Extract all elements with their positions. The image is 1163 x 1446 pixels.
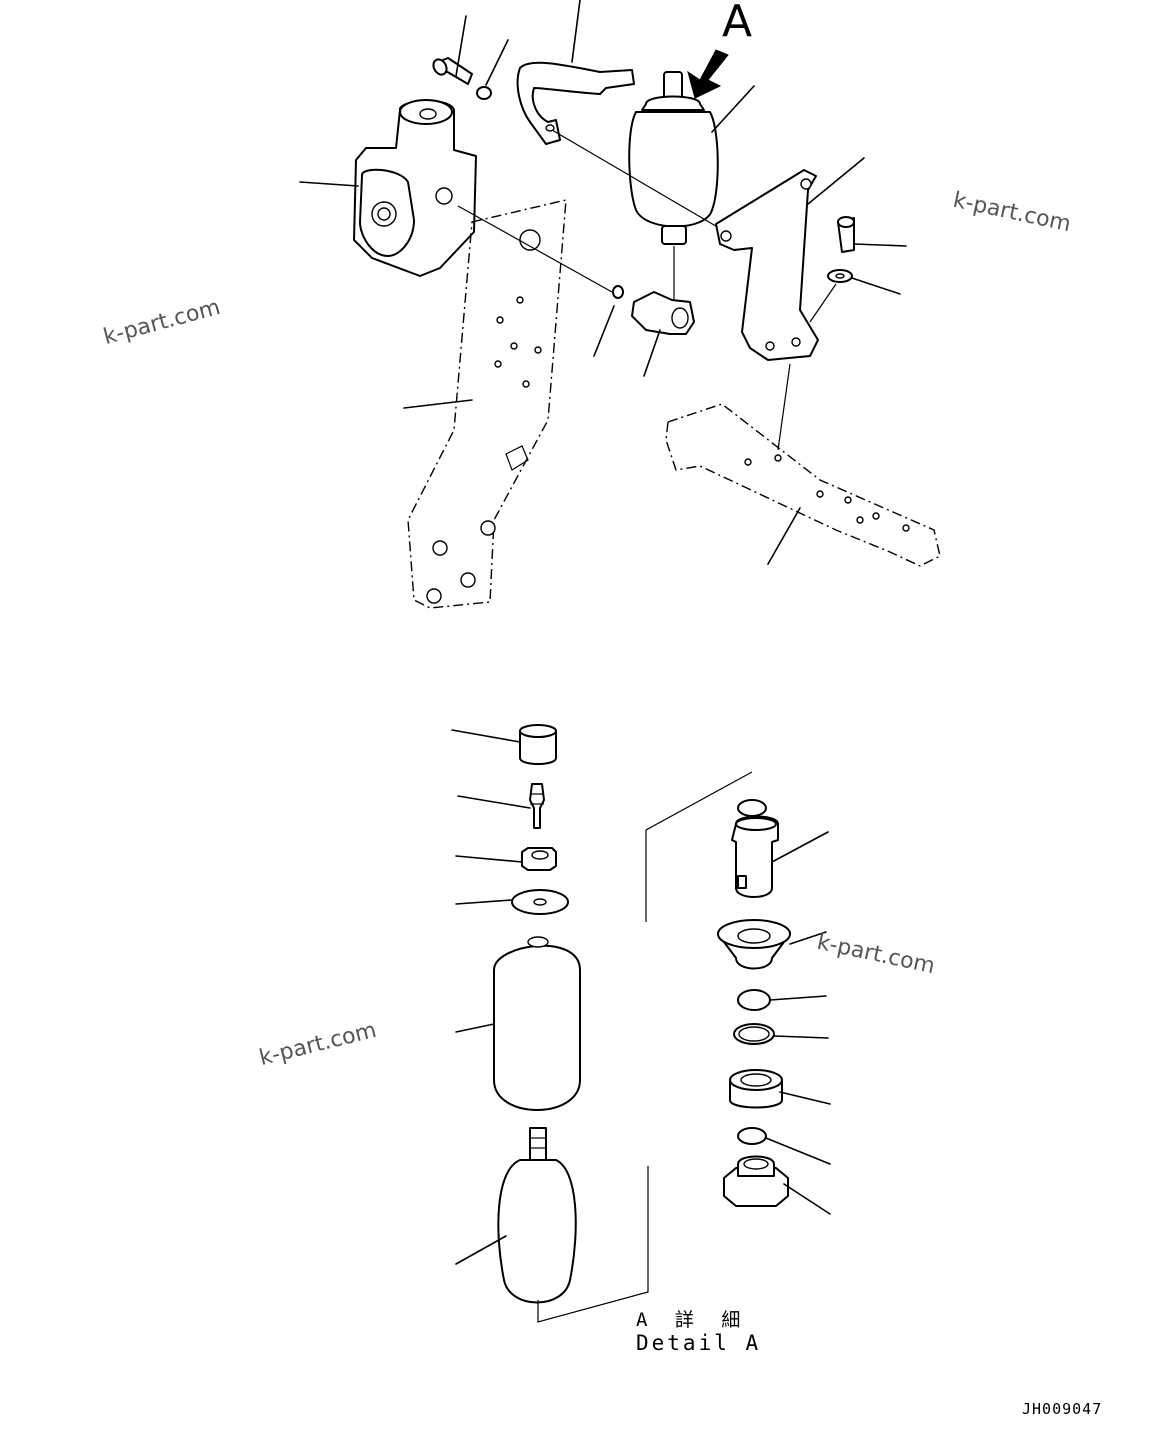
detail-title-jp: A 詳 細 bbox=[636, 1309, 749, 1331]
lower-frame bbox=[665, 403, 941, 567]
view-label-a: A bbox=[722, 0, 753, 47]
drawing-code: JH009047 bbox=[1022, 1400, 1103, 1418]
seal-washer bbox=[455, 889, 569, 915]
bolt-right bbox=[837, 216, 907, 253]
poppet-valve bbox=[731, 815, 829, 898]
view-arrow bbox=[687, 49, 729, 99]
poppet-cap bbox=[737, 799, 767, 817]
washer-right bbox=[809, 269, 901, 323]
valve-core bbox=[457, 783, 545, 829]
pump-unit bbox=[299, 99, 477, 277]
valve-cap bbox=[451, 724, 557, 765]
accumulator-shell bbox=[455, 936, 581, 1111]
hex-lock-nut bbox=[723, 1155, 831, 1215]
frame-bracket bbox=[403, 199, 567, 609]
backup-ring bbox=[733, 1023, 829, 1045]
bladder bbox=[455, 1127, 577, 1304]
washer-top bbox=[476, 39, 509, 100]
detail-title-en: Detail A bbox=[636, 1331, 762, 1355]
o-ring-a bbox=[737, 989, 827, 1011]
ring-nut bbox=[729, 1069, 831, 1109]
detail-bracket bbox=[537, 771, 753, 1323]
lock-nut bbox=[455, 847, 557, 871]
bolt-top-left bbox=[432, 15, 473, 85]
o-ring-b bbox=[737, 1127, 831, 1165]
valve-seat bbox=[717, 919, 827, 970]
l-bracket bbox=[715, 157, 865, 451]
accumulator-upper bbox=[628, 71, 755, 300]
band-clamp bbox=[516, 0, 635, 145]
elbow-fitting bbox=[631, 291, 695, 377]
o-ring-small bbox=[593, 285, 624, 357]
